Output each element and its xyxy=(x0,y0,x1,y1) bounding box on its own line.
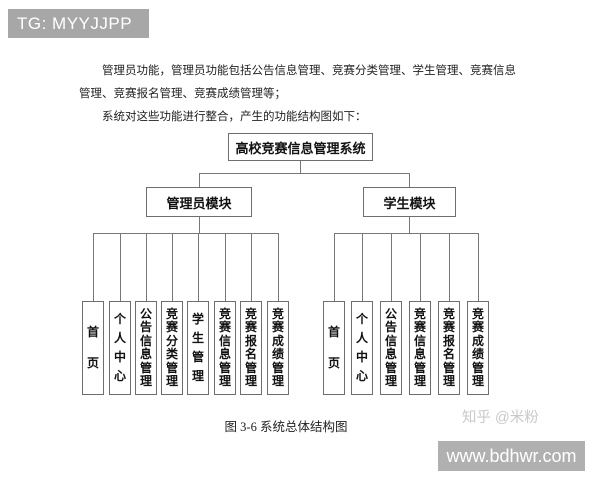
connector-root-drop xyxy=(300,161,301,173)
zhihu-watermark: 知乎 @米粉 xyxy=(462,410,539,426)
leaf-student-personal-center: 个人中心 xyxy=(351,301,373,395)
leaf-student-score-mgmt: 竞赛成绩管理 xyxy=(467,301,489,395)
site-watermark-bar: www.bdhwr.com xyxy=(438,441,585,471)
leaf-admin-personal-center: 个人中心 xyxy=(109,301,131,395)
connector-student-bus xyxy=(334,233,479,234)
connector-student-child-4 xyxy=(420,233,421,302)
connector-admin-child-1 xyxy=(93,233,94,302)
leaf-student-registration-mgmt: 竞赛报名管理 xyxy=(438,301,460,395)
connector-admin-drop xyxy=(199,217,200,233)
connector-student-child-2 xyxy=(362,233,363,302)
leaf-student-competition-info-mgmt: 竞赛信息管理 xyxy=(409,301,431,395)
connector-admin-bus xyxy=(93,233,279,234)
leaf-admin-registration-mgmt: 竞赛报名管理 xyxy=(240,301,262,395)
diagram-root-node: 高校竞赛信息管理系统 xyxy=(228,133,373,161)
leaf-student-home: 首页 xyxy=(323,301,345,395)
leaf-admin-student-mgmt: 学生管理 xyxy=(187,301,209,395)
paragraph-1-line-1: 管理员功能，管理员功能包括公告信息管理、竞赛分类管理、学生管理、竞赛信息 xyxy=(102,65,516,77)
tag-watermark-bar: TG: MYYJJPP xyxy=(8,9,149,38)
connector-student-child-1 xyxy=(334,233,335,302)
leaf-admin-category-mgmt: 竞赛分类管理 xyxy=(161,301,183,395)
paragraph-1-line-2: 管理、竞赛报名管理、竞赛成绩管理等； xyxy=(79,88,286,100)
site-watermark-label: www.bdhwr.com xyxy=(446,445,577,466)
connector-admin-child-3 xyxy=(146,233,147,302)
connector-admin-child-8 xyxy=(278,233,279,302)
figure-caption: 图 3-6 系统总体结构图 xyxy=(224,420,348,434)
connector-student-child-6 xyxy=(478,233,479,302)
leaf-admin-home: 首页 xyxy=(82,301,104,395)
connector-student-child-3 xyxy=(391,233,392,302)
body-text: 管理员功能，管理员功能包括公告信息管理、竞赛分类管理、学生管理、竞赛信息 管理、… xyxy=(79,60,523,129)
connector-admin-child-7 xyxy=(251,233,252,302)
connector-student-drop xyxy=(409,217,410,233)
connector-admin-child-4 xyxy=(172,233,173,302)
connector-admin-child-2 xyxy=(120,233,121,302)
paragraph-2: 系统对这些功能进行整合，产生的功能结构图如下： xyxy=(102,111,367,123)
leaf-admin-competition-info-mgmt: 竞赛信息管理 xyxy=(214,301,236,395)
connector-admin-module-riser xyxy=(199,173,200,187)
leaf-student-announcement-mgmt: 公告信息管理 xyxy=(380,301,402,395)
connector-top-bus xyxy=(199,173,410,174)
connector-admin-child-6 xyxy=(225,233,226,302)
leaf-admin-announcement-mgmt: 公告信息管理 xyxy=(135,301,157,395)
connector-admin-child-5 xyxy=(198,233,199,302)
tag-watermark-label: TG: MYYJJPP xyxy=(17,14,133,33)
connector-student-child-5 xyxy=(449,233,450,302)
diagram-admin-module-node: 管理员模块 xyxy=(146,187,252,217)
diagram-student-module-node: 学生模块 xyxy=(363,187,456,217)
connector-student-module-riser xyxy=(409,173,410,187)
leaf-admin-score-mgmt: 竞赛成绩管理 xyxy=(267,301,289,395)
